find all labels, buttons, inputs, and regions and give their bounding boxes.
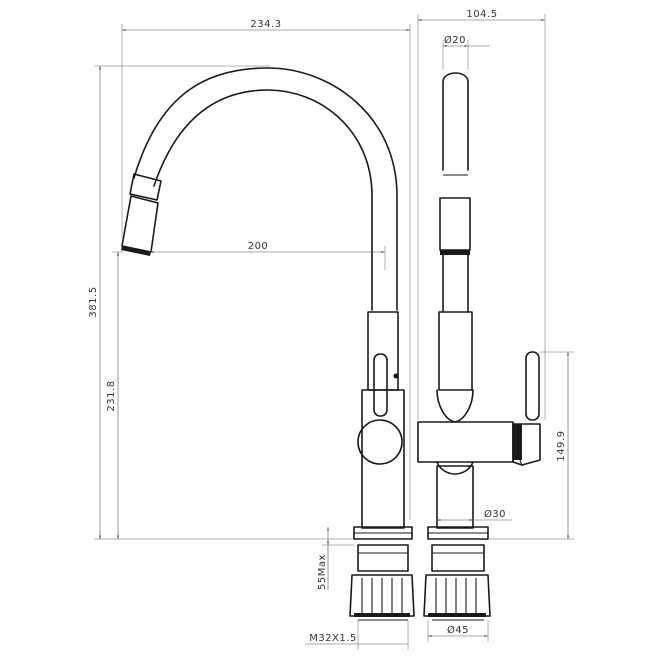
spout-outer xyxy=(133,67,398,311)
side-lower-stem xyxy=(436,465,474,529)
dim-thread: M32X1.5 xyxy=(309,633,357,644)
lever-handle xyxy=(373,353,388,417)
lever-small-button xyxy=(393,373,399,379)
side-cross-body xyxy=(417,421,514,463)
cartridge-cap xyxy=(357,419,403,465)
dim-lever-height: 149.9 xyxy=(556,430,567,461)
nut-ribs xyxy=(361,578,403,613)
dim-spout-height: 231.8 xyxy=(106,380,117,411)
side-spray-tip xyxy=(440,250,470,255)
dimension-lines xyxy=(94,14,574,650)
side-lower-body xyxy=(436,461,474,475)
dim-width-front: 234.3 xyxy=(250,19,281,30)
spout-inner xyxy=(153,89,373,311)
side-lever xyxy=(525,351,540,421)
side-upper-body xyxy=(438,311,473,391)
side-mounting-nut xyxy=(423,574,491,617)
side-view xyxy=(417,72,541,621)
spray-head-collar xyxy=(129,173,162,201)
spray-head-tip xyxy=(121,246,151,256)
nut-bottom xyxy=(354,613,410,617)
spray-head xyxy=(121,195,159,253)
dim-spout-reach: 200 xyxy=(248,241,269,252)
dim-body-diameter: Ø30 xyxy=(484,508,506,520)
dim-spout-diameter: Ø20 xyxy=(444,34,466,46)
side-spout-top xyxy=(442,72,469,171)
spout-base xyxy=(367,311,399,391)
side-shank xyxy=(431,544,485,572)
side-stem-top xyxy=(436,389,474,423)
dim-width-side: 104.5 xyxy=(466,9,497,20)
side-spray-head xyxy=(439,197,471,251)
dimension-labels: 234.3 104.5 Ø20 200 381.5 231.8 149.9 Ø3… xyxy=(88,9,567,644)
side-handle-grip xyxy=(513,424,522,460)
dim-total-height: 381.5 xyxy=(88,286,99,317)
dim-base-diameter: Ø45 xyxy=(447,624,469,636)
shank xyxy=(357,544,409,572)
main-body xyxy=(361,389,405,529)
mounting-nut xyxy=(349,574,415,617)
dim-max-counter: 55Max xyxy=(317,554,328,590)
front-view xyxy=(121,67,415,621)
